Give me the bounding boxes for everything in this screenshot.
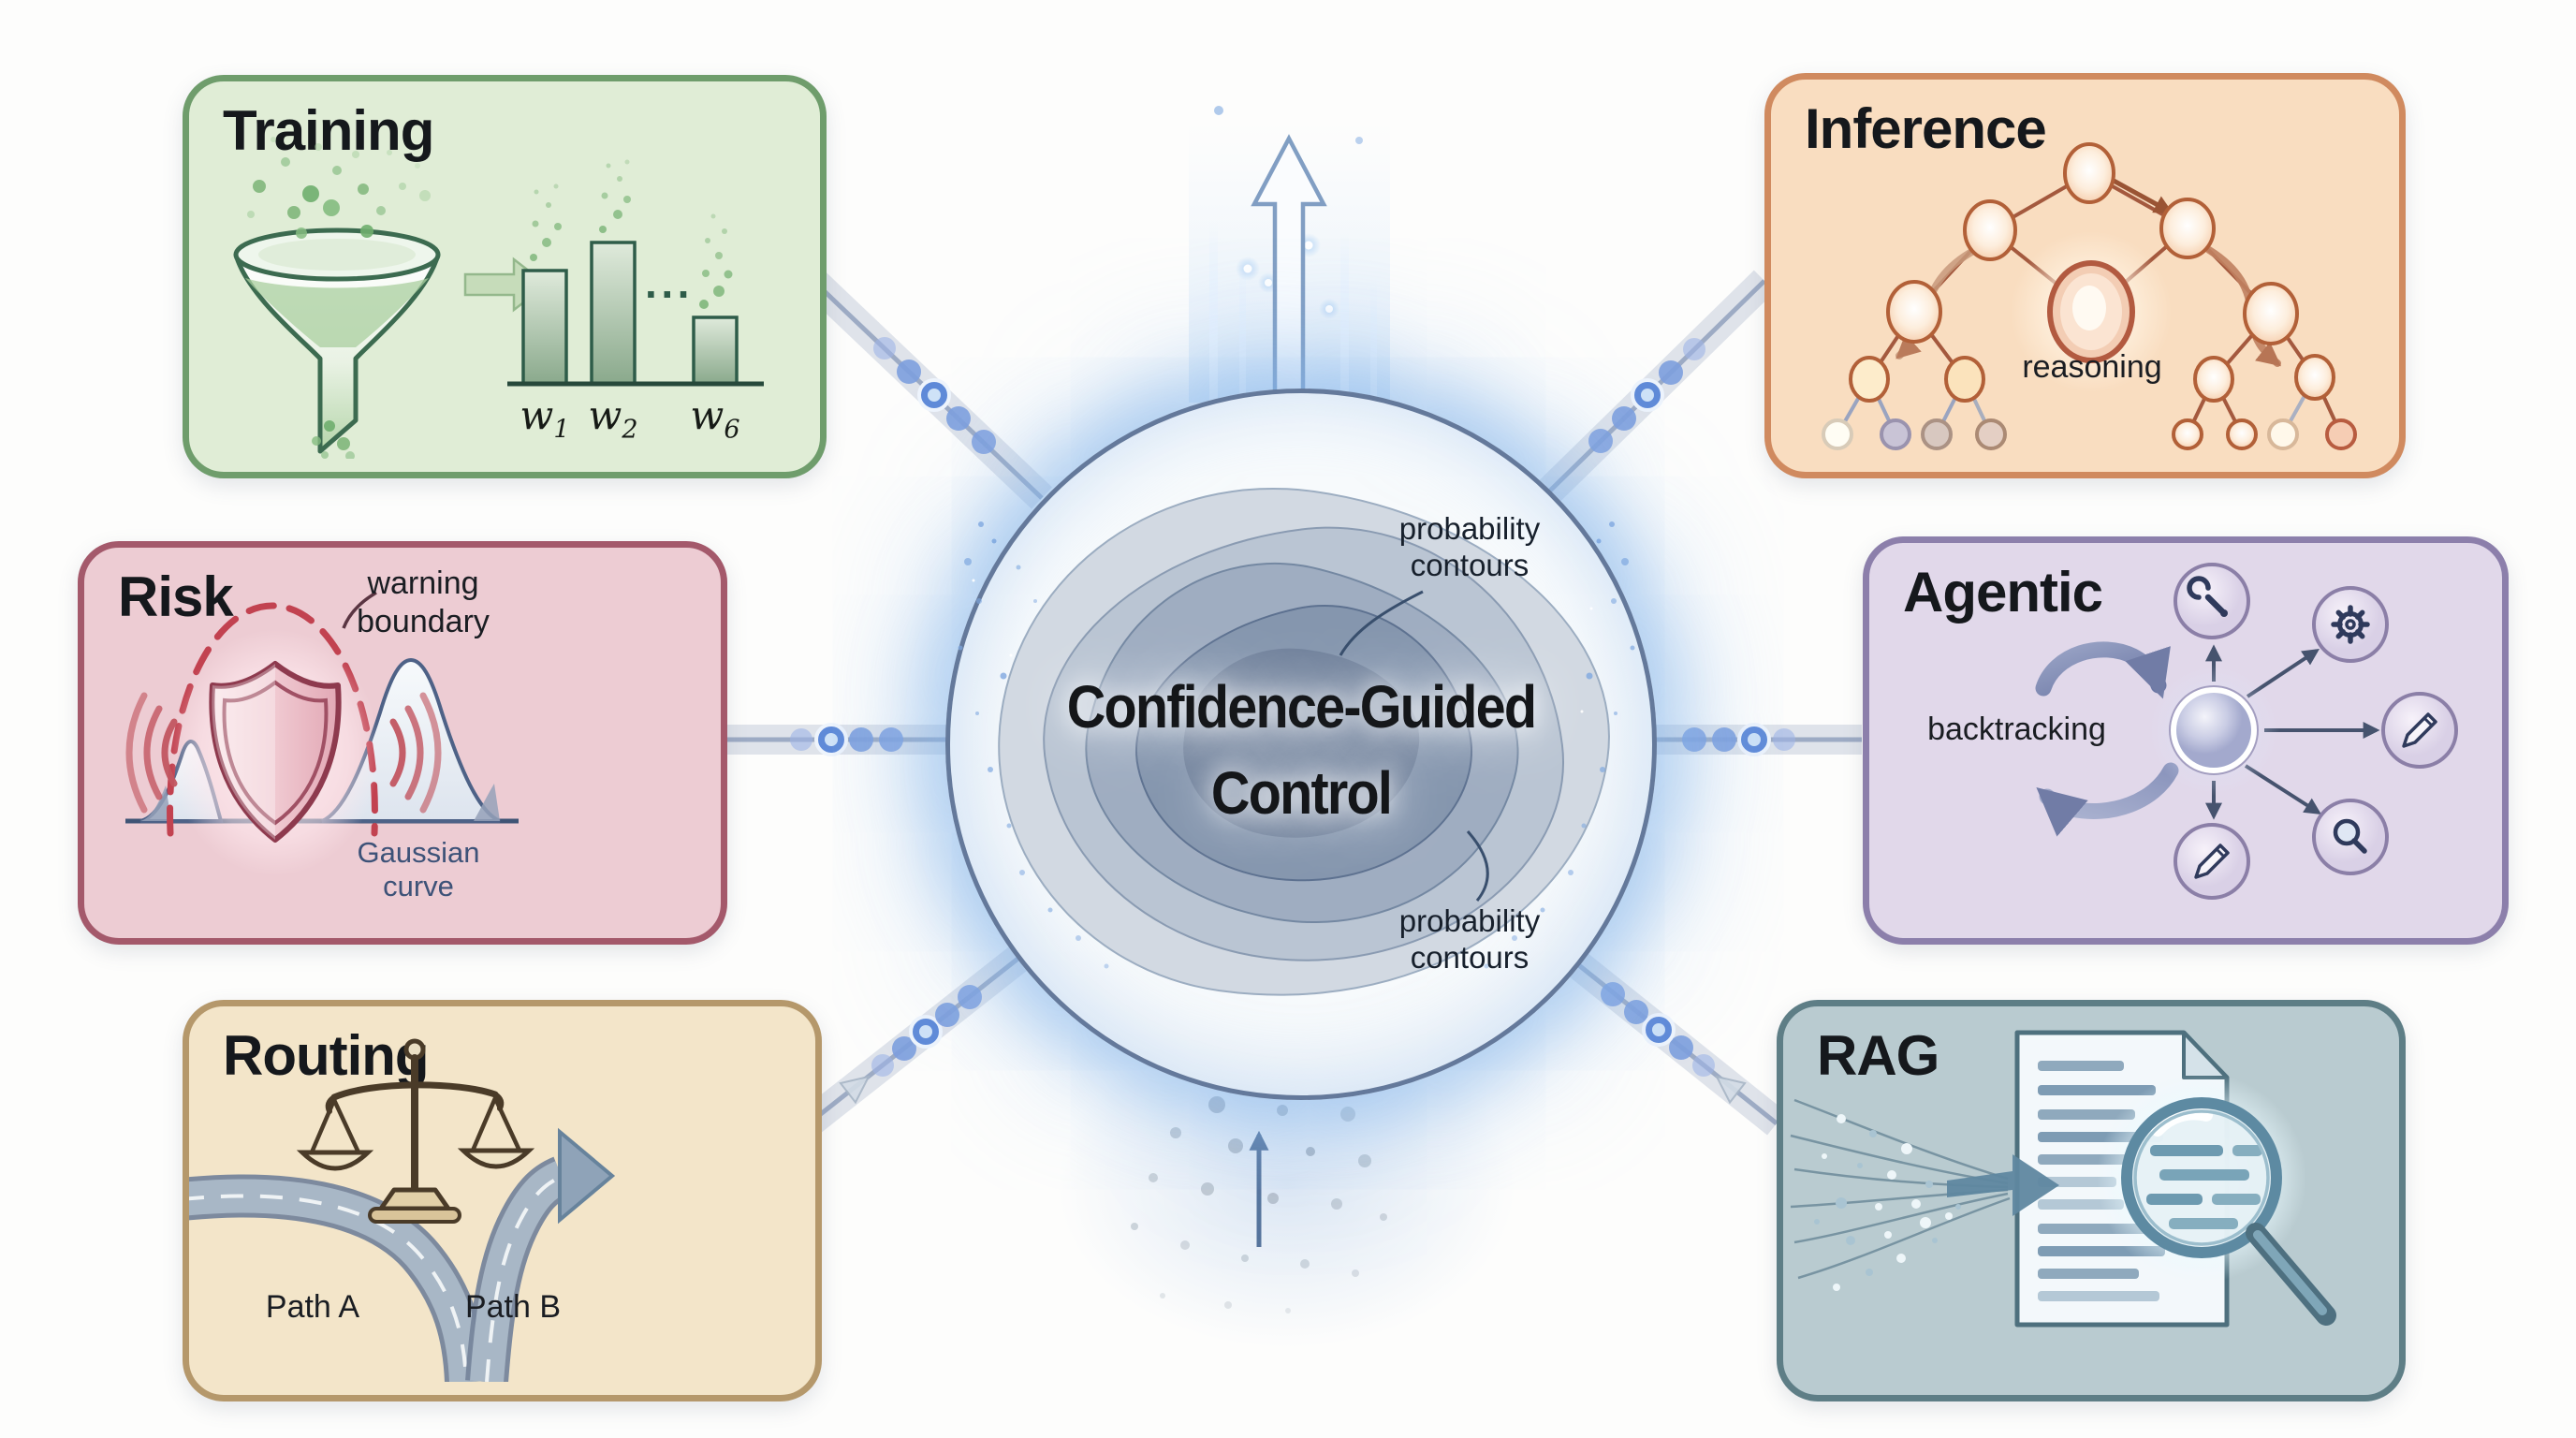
warning-pointer-line: [342, 591, 377, 629]
data-dots-in: [247, 137, 431, 239]
inference-art: [1822, 142, 2357, 450]
agent-hub: [2148, 665, 2279, 796]
connector-risk: [712, 723, 947, 756]
bar-label-w1: w1: [512, 392, 578, 444]
pencil-icon: [2194, 844, 2230, 879]
center-title-line2: Control: [1210, 759, 1393, 827]
highlighted-reasoning-node: [2011, 231, 2172, 392]
w-sub: 2: [622, 415, 638, 445]
backtracking-loop-arrows: [2035, 641, 2179, 837]
connector-inference: [1536, 270, 1776, 505]
inference-panel: Inference: [1764, 73, 2406, 478]
gaussian-curve-label: Gaussian curve: [357, 836, 480, 902]
rag-title: RAG: [1817, 1024, 1939, 1087]
w-base: w: [690, 392, 724, 438]
probability-contours-label-bottom: probability contours: [1362, 902, 1577, 976]
stream-arrow: [1947, 1154, 2059, 1216]
risk-panel: Risk: [78, 541, 727, 945]
road-fork: [189, 1127, 616, 1382]
agentic-art: [2035, 563, 2458, 900]
funnel-icon: [233, 227, 441, 454]
w-base: w: [520, 392, 554, 438]
training-panel: Training: [183, 75, 827, 478]
warning-boundary-label: warning boundary: [329, 565, 517, 641]
rag-panel: RAG: [1777, 1000, 2406, 1401]
balance-scale-icon: [296, 1038, 535, 1224]
connector-training: [802, 270, 1053, 509]
magnifying-glass-icon: [2097, 1073, 2336, 1326]
probability-contours-label-top: probability contours: [1362, 510, 1577, 583]
routing-panel: Routing: [183, 1000, 822, 1401]
weight-bar-chart: [507, 159, 764, 387]
reasoning-label: reasoning: [2022, 349, 2162, 385]
bar-label-w2: w2: [580, 392, 646, 444]
pencil-icon: [2402, 712, 2437, 748]
center-title-line1: Confidence-Guided: [1066, 673, 1537, 741]
stream-dots: [1814, 1114, 1961, 1291]
bar-label-w6: w6: [682, 392, 748, 444]
route-arrowhead: [558, 1127, 616, 1225]
bar-speckles: [530, 159, 733, 309]
w-sub: 6: [724, 415, 740, 445]
connector-rag: [1561, 946, 1786, 1136]
backtracking-label: backtracking: [1927, 712, 2106, 747]
wrench-icon: [2187, 576, 2228, 617]
gear-icon: [2331, 605, 2370, 644]
center-title: Confidence-Guided Control: [986, 664, 1617, 836]
risk-title: Risk: [118, 565, 234, 628]
label-line: contours: [1410, 940, 1530, 975]
path-b-label: Path B: [464, 1289, 562, 1325]
label-line: contours: [1410, 548, 1530, 582]
agentic-title: Agentic: [1903, 561, 2103, 624]
inference-title: Inference: [1805, 97, 2047, 160]
bar-ellipsis: ···: [645, 270, 694, 318]
tree-nodes: [1822, 142, 2357, 450]
w-base: w: [588, 392, 622, 438]
training-art: [233, 137, 764, 459]
alert-waves-left: [125, 692, 178, 814]
training-title: Training: [223, 99, 434, 162]
alert-waves-right: [389, 692, 442, 814]
agentic-panel: Agentic: [1863, 536, 2509, 945]
connector-agentic: [1646, 723, 1862, 756]
data-dots-out: [312, 420, 355, 459]
up-arrow-icon: [1251, 134, 1327, 407]
root-branch-arrow: [2112, 178, 2174, 214]
magnifier-icon: [2333, 818, 2367, 854]
routing-title: Routing: [223, 1024, 430, 1087]
upward-flow-glow: [1189, 106, 1390, 403]
shield-icon: [170, 629, 380, 876]
label-line: warning: [367, 565, 479, 601]
routing-art: [189, 1038, 616, 1382]
label-line: probability: [1398, 903, 1541, 938]
rag-art: [1790, 1030, 2336, 1328]
connector-routing: [799, 945, 1030, 1136]
label-line: probability: [1398, 511, 1541, 546]
risk-art: [125, 591, 519, 876]
path-a-label: Path A: [265, 1289, 360, 1325]
stream-lines: [1790, 1098, 2011, 1280]
label-line: boundary: [357, 604, 490, 639]
confidence-circle: Confidence-Guided Control: [945, 389, 1657, 1100]
w-sub: 1: [553, 415, 570, 445]
